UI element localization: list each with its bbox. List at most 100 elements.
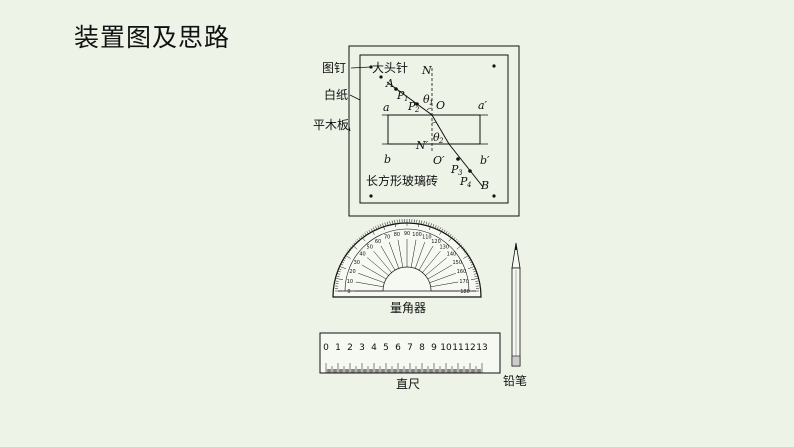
protractor-spoke <box>429 272 456 284</box>
ruler-number: 9 <box>431 343 437 353</box>
protractor-number: 20 <box>349 269 355 275</box>
protractor-spoke <box>361 264 387 280</box>
ruler-number: 12 <box>464 343 475 353</box>
protractor-spokes <box>355 239 459 292</box>
protractor-tick <box>456 244 463 250</box>
label-pencil: 铅笔 <box>503 373 527 388</box>
label-glass-block: 长方形玻璃砖 <box>366 173 438 188</box>
pin-p4 <box>468 169 472 173</box>
point-P1: P <box>396 89 405 102</box>
protractor-tick <box>358 237 362 240</box>
protractor-tick <box>340 263 344 266</box>
protractor-number: 100 <box>412 232 422 238</box>
protractor-tick <box>439 227 442 231</box>
slide-title: 装置图及思路 <box>74 23 231 52</box>
leader-paper <box>349 94 361 101</box>
protractor-tick <box>391 220 393 224</box>
protractor-spoke <box>422 251 441 273</box>
protractor-tick <box>368 229 371 233</box>
pin-p3 <box>456 157 460 161</box>
protractor-spoke <box>418 245 434 271</box>
refracted-angle-arc <box>431 121 437 124</box>
protractor-spoke <box>425 257 447 276</box>
protractor-tick <box>382 223 386 231</box>
protractor-number: 160 <box>457 269 467 275</box>
protractor-tick <box>336 278 344 280</box>
protractor-spoke <box>427 264 453 280</box>
protractor-tick <box>473 270 477 273</box>
ruler-number: 13 <box>476 343 487 353</box>
protractor-tick <box>468 259 472 261</box>
protractor-tick <box>338 268 342 270</box>
protractor-center-arc <box>382 266 432 292</box>
pin-head <box>379 75 383 79</box>
protractor-tick <box>439 228 444 235</box>
protractor-tick <box>362 234 365 237</box>
protractor-tick <box>342 259 346 261</box>
protractor-tick <box>470 278 478 280</box>
thumbtack-dot <box>492 64 496 68</box>
protractor-tick <box>366 231 369 234</box>
label-white-paper: 白纸 <box>324 87 348 102</box>
protractor-number: 10 <box>347 279 353 285</box>
protractor-tick <box>372 227 375 231</box>
protractor-tick <box>470 263 474 266</box>
ruler-number: 0 <box>323 343 329 353</box>
protractor-tick <box>337 270 341 273</box>
point-b-prime: b′ <box>480 154 490 167</box>
label-protractor: 量角器 <box>390 301 426 315</box>
pencil <box>511 242 521 367</box>
point-B: B <box>480 179 489 192</box>
protractor-tick <box>437 226 439 230</box>
label-pin: 大头针 <box>372 60 408 75</box>
label-thumbtack: 图钉 <box>322 61 346 75</box>
protractor-tick <box>428 222 430 226</box>
label-board: 平木板 <box>313 118 349 132</box>
point-P4: P <box>459 175 468 188</box>
protractor-tick <box>474 275 478 277</box>
protractor-number: 80 <box>394 232 400 238</box>
point-b: b <box>384 153 391 166</box>
wooden-board <box>348 45 520 217</box>
leader-board <box>348 125 351 132</box>
incident-angle-arc <box>426 107 433 111</box>
theta-2: θ <box>433 131 440 144</box>
protractor-tick <box>337 273 341 275</box>
protractor-tick <box>469 261 473 264</box>
protractor-spoke <box>388 242 400 269</box>
protractor-tick <box>350 246 353 249</box>
protractor-tick <box>452 237 456 240</box>
protractor-spoke <box>410 239 417 268</box>
protractor-spoke <box>373 251 392 273</box>
protractor-tick <box>421 220 423 224</box>
protractor-tick <box>423 221 425 225</box>
protractor-number: 40 <box>359 252 365 258</box>
theta-1-sub: 1 <box>429 99 433 107</box>
point-P2-sub: 2 <box>414 106 420 114</box>
protractor-tick <box>464 250 467 253</box>
protractor-tick <box>458 242 461 246</box>
pencil-lead <box>515 243 517 250</box>
protractor-tick <box>345 252 349 255</box>
protractor-tick <box>461 246 464 249</box>
protractor-tick <box>447 232 450 236</box>
protractor-number: 150 <box>452 260 462 266</box>
protractor-tick <box>465 252 469 255</box>
protractor-tick <box>443 229 446 233</box>
ruler-number: 11 <box>452 343 463 353</box>
protractor-number: 120 <box>431 239 441 245</box>
protractor-inner-arc <box>344 228 470 292</box>
protractor-spoke <box>358 272 385 284</box>
thumbtack-dot <box>492 194 496 198</box>
protractor-tick <box>467 256 471 259</box>
point-P3: P <box>450 163 459 176</box>
protractor-tick <box>463 254 470 259</box>
protractor-number: 90 <box>404 231 410 237</box>
protractor-tick <box>472 268 476 270</box>
protractor-tick <box>425 221 428 225</box>
protractor-tick <box>377 225 380 229</box>
protractor-tick <box>454 239 458 242</box>
protractor-tick <box>384 222 386 226</box>
